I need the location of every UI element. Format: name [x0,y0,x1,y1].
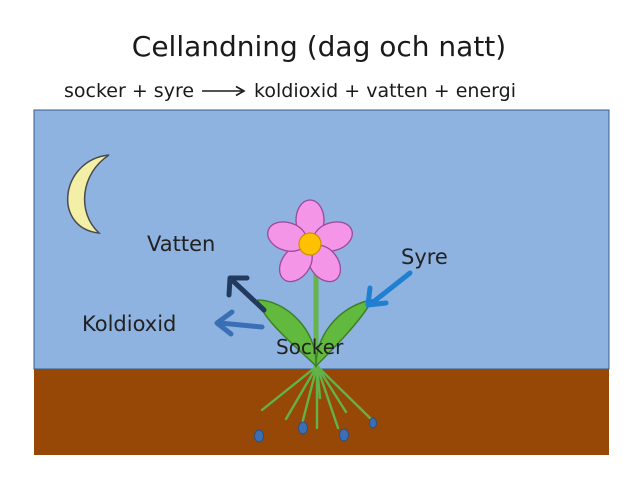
label-syre: Syre [401,245,448,269]
equation-reactants: socker + syre [64,80,195,102]
arrow-syre [365,270,413,308]
moon-icon [66,154,110,234]
flower-icon [267,199,353,283]
leaves [257,299,374,368]
leaf-left [257,299,317,368]
equation-products: koldioxid + vatten + energi [254,80,516,102]
water-drop [339,428,349,442]
label-vatten: Vatten [147,232,216,256]
reaction-equation: socker + syre koldioxid + vatten + energ… [64,80,516,102]
water-drop [298,421,308,435]
arrow-koldioxid [214,309,265,337]
water-drops [254,417,377,443]
roots [260,364,374,430]
water-drop [369,417,377,429]
arrow-right-icon [202,80,248,102]
arrow-vatten [226,275,267,313]
label-koldioxid: Koldioxid [82,312,177,336]
label-socker: Socker [276,335,344,359]
soil [34,369,609,455]
water-drop [254,429,264,443]
page-title: Cellandning (dag och natt) [131,30,507,63]
